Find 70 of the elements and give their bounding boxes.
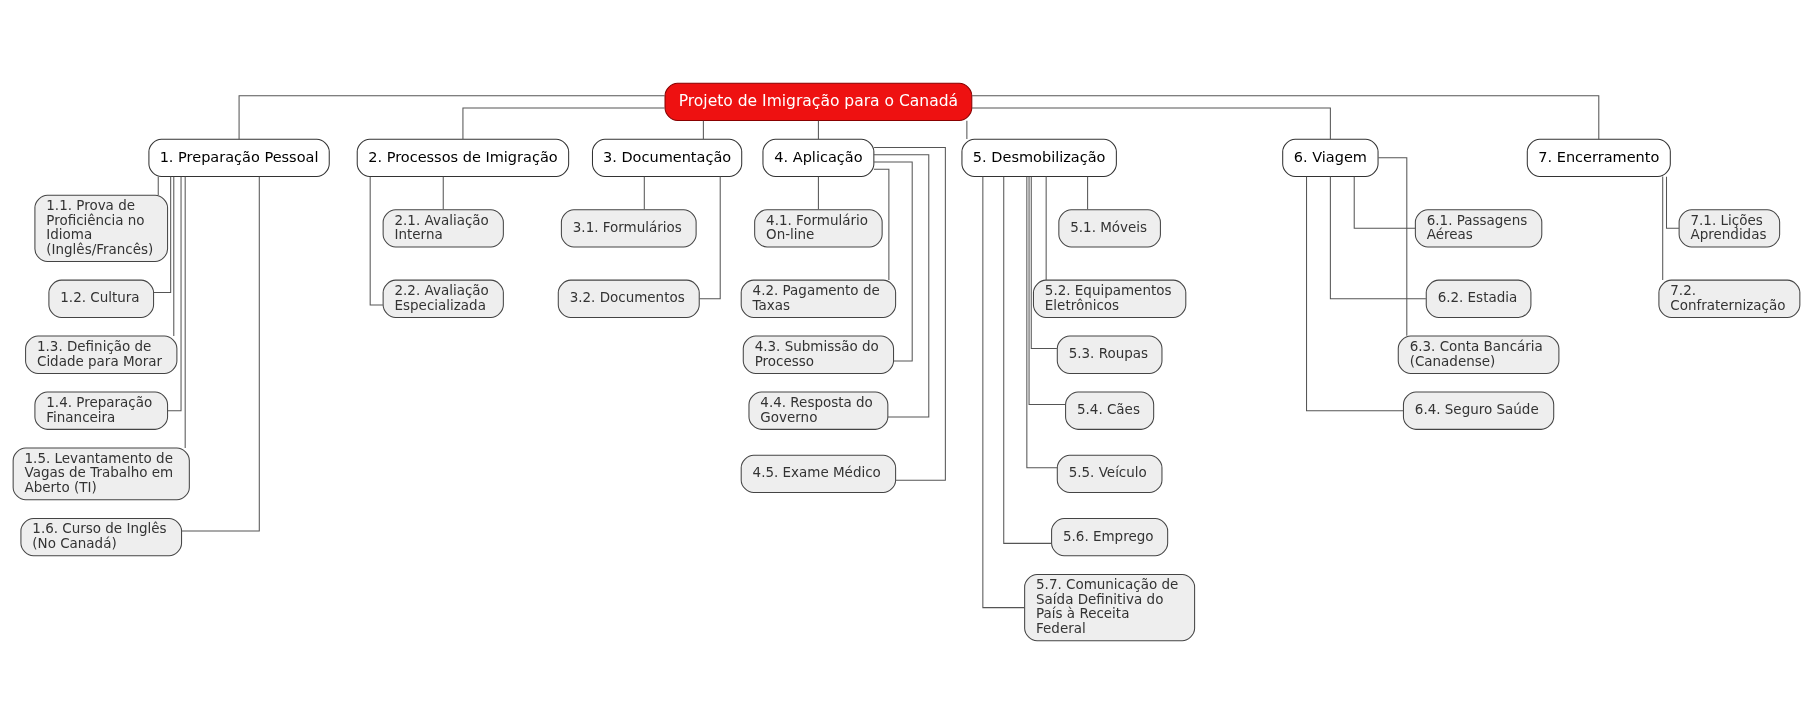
connector [702, 119, 704, 139]
node-box: 4.4. Resposta do Governo [747, 391, 888, 430]
connector [1665, 175, 1679, 229]
node-box: 5.5. Veículo [1056, 454, 1162, 493]
node-box: 7.1. Lições Aprendidas [1678, 208, 1780, 247]
node-box: Projeto de Imigração para o Canadá [664, 82, 972, 121]
connector [461, 107, 665, 140]
node-box: 1.6. Curso de Inglês (No Canadá) [19, 517, 182, 556]
node-box: 5.6. Emprego [1050, 517, 1168, 556]
connector [1002, 175, 1052, 544]
connector [180, 175, 260, 531]
connector [1661, 175, 1663, 280]
connector [873, 160, 913, 361]
node-box: 5.3. Roupas [1056, 335, 1162, 374]
connector [817, 119, 819, 139]
connector [981, 175, 1025, 608]
node-box: 1. Preparação Pessoal [147, 138, 330, 177]
connector [442, 175, 444, 210]
node-box: 7.2. Confraternização [1657, 279, 1800, 318]
connector [1329, 175, 1426, 299]
connector [369, 175, 383, 305]
node-box: 6.4. Seguro Saúde [1402, 391, 1554, 430]
connector [1353, 175, 1416, 229]
node-box: 1.4. Preparação Financeira [33, 391, 168, 430]
node-box: 6.3. Conta Bancária (Canadense) [1397, 335, 1559, 374]
connector [1305, 175, 1404, 411]
connector [873, 146, 946, 481]
node-box: 2.1. Avaliação Interna [382, 208, 504, 247]
node-box: 5.7. Comunicação de Saída Definitiva do País à Receita Federal [1023, 573, 1195, 641]
node-box: 4.3. Submissão do Processo [742, 335, 894, 374]
connector [872, 153, 929, 417]
node-box: 6.1. Passagens Aéreas [1414, 208, 1542, 247]
node-box: 5. Desmobilização [960, 138, 1117, 177]
node-box: 1.1. Prova de Proficiência no Idioma (Inglês/Francês) [33, 194, 168, 262]
node-box: 7. Encerramento [1526, 138, 1671, 177]
node-box: 3.2. Documentos [557, 279, 700, 318]
connector [643, 175, 645, 210]
node-box: 6.2. Estadia [1425, 279, 1531, 318]
node-box: 1.2. Cultura [47, 279, 154, 318]
node-box: 4. Aplicação [761, 138, 874, 177]
connector [157, 175, 159, 195]
connector [238, 94, 665, 140]
connector [152, 175, 171, 293]
node-box: 4.5. Exame Médico [740, 454, 896, 493]
node-box: 5.2. Equipamentos Eletrônicos [1032, 279, 1186, 318]
connector [817, 175, 819, 210]
node-box: 4.1. Formulário On-line [753, 208, 883, 247]
node-box: 6. Viagem [1281, 138, 1379, 177]
node-box: 2.2. Avaliação Especializada [382, 279, 504, 318]
connector [166, 175, 182, 411]
connector [184, 175, 186, 448]
node-box: 5.4. Cães [1064, 391, 1154, 430]
connector [1086, 175, 1088, 210]
connector [965, 119, 967, 139]
connector [1030, 175, 1057, 349]
node-box: 3.1. Formulários [560, 208, 697, 247]
connector [1025, 175, 1058, 468]
node-box: 3. Documentação [591, 138, 742, 177]
node-box: 5.1. Móveis [1057, 208, 1161, 247]
connector [971, 94, 1599, 140]
connector [1377, 156, 1407, 336]
node-box: 1.5. Levantamento de Vagas de Trabalho em Aberto (TI) [12, 447, 190, 500]
connector [172, 175, 174, 336]
connector [872, 168, 889, 280]
connector [971, 107, 1331, 140]
node-box: 4.2. Pagamento de Taxas [740, 279, 896, 318]
connector [1045, 175, 1047, 280]
node-box: 1.3. Definição de Cidade para Morar [24, 335, 177, 374]
node-box: 2. Processos de Imigração [356, 138, 569, 177]
connector [1028, 175, 1066, 405]
